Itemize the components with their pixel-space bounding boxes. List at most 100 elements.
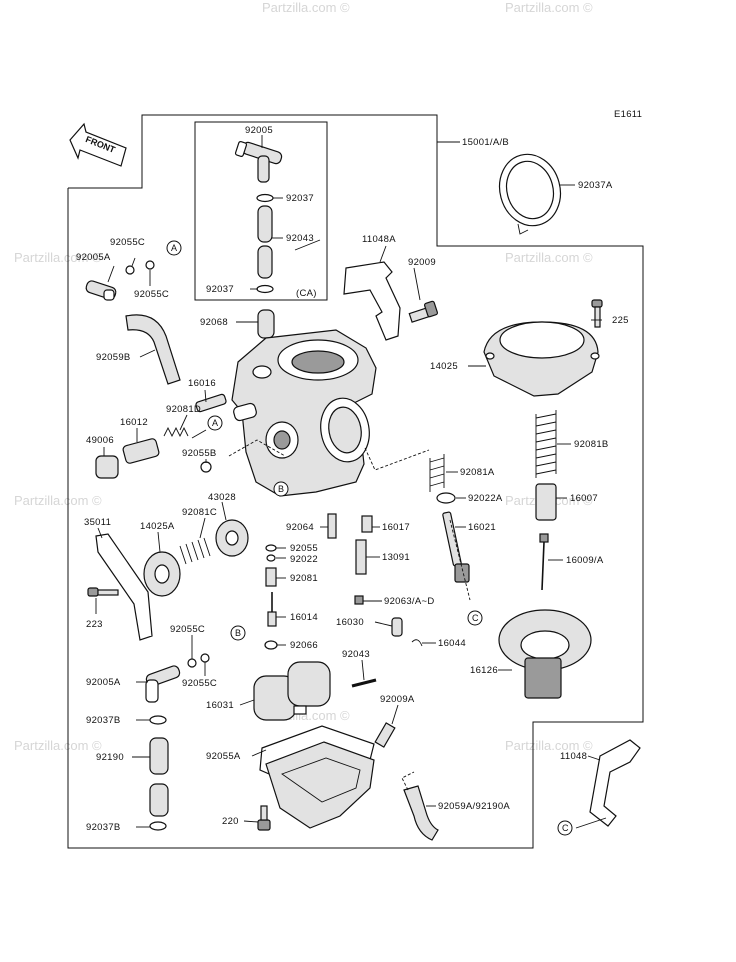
part-label: 92043: [286, 233, 314, 244]
part-label: 92055B: [182, 448, 217, 459]
part-label: 11048A: [362, 234, 396, 245]
fitting-92005A-bottom: [145, 665, 181, 703]
part-label: 92005: [245, 125, 273, 136]
washer-92022: [266, 554, 276, 562]
carburetor-body: [231, 329, 377, 497]
part-label: 16009/A: [566, 555, 604, 566]
part-label: 16012: [120, 417, 148, 428]
ref-c-plunger: [467, 610, 483, 626]
holder-16007: [535, 483, 557, 521]
spring-92081C: [179, 537, 211, 565]
watermark: Partzilla.com ©: [262, 0, 350, 15]
oring-92055C-bottom-b: [200, 653, 210, 663]
drain-screw-92009A: [374, 722, 396, 748]
part-label: 92066: [290, 640, 318, 651]
part-label: 16044: [438, 638, 466, 649]
part-label: 14025: [430, 361, 458, 372]
part-label: 92190: [96, 752, 124, 763]
part-label: 92055C: [110, 237, 145, 248]
part-label: 92055A: [206, 751, 241, 762]
ref-c-plunger-label: C: [472, 613, 479, 623]
washer-92022A: [436, 492, 456, 504]
part-label: 92022A: [468, 493, 503, 504]
screw-225: [591, 299, 603, 328]
diaphragm-16126: [498, 609, 592, 699]
part-label: 92055C: [170, 624, 205, 635]
bracket-11048: [589, 739, 641, 827]
watermark: Partzilla.com ©: [14, 738, 102, 753]
screw-220: [257, 805, 271, 831]
ref-a-top: [166, 240, 182, 256]
spring-92081B: [535, 410, 557, 478]
float-valve-16030: [391, 617, 403, 637]
ref-b-body-label: B: [278, 484, 284, 494]
watermark: Partzilla.com ©: [14, 493, 102, 508]
cap-92068: [257, 309, 275, 339]
part-label: 92081B: [574, 439, 609, 450]
part-label: 92081D: [166, 404, 201, 415]
clip-92037B-bottom: [149, 821, 167, 831]
part-label: 92059A/92190A: [438, 801, 510, 812]
part-label: 35011: [84, 517, 111, 528]
part-label: 11048: [560, 751, 587, 762]
part-label: 43028: [208, 492, 236, 503]
part-labels: 15001/A/B 92037A 92005 92037 92043 92037…: [76, 125, 629, 833]
part-label: 220: [222, 816, 239, 827]
part-label: 13091: [382, 552, 410, 563]
ca-note: (CA): [296, 288, 317, 299]
part-label: 16021: [468, 522, 496, 533]
part-label: 92009A: [380, 694, 415, 705]
ref-a-body-label: A: [212, 418, 218, 428]
ref-b-body: [273, 481, 289, 497]
ref-c-bracket: [557, 820, 573, 836]
part-label: 92081: [290, 573, 318, 584]
pin-92043: [351, 678, 377, 688]
starter-plunger-16021: [442, 511, 470, 583]
screw-16016: [195, 393, 227, 413]
part-label: 92037B: [86, 822, 121, 833]
part-label: 225: [612, 315, 629, 326]
hose-92190-upper: [149, 737, 169, 775]
cover-14025A: [143, 551, 181, 597]
jet-92064: [327, 513, 337, 539]
spring-92081D: [163, 426, 189, 438]
clip-92037-top: [256, 193, 274, 203]
jet-16017: [361, 515, 373, 533]
jet-13091: [355, 539, 367, 575]
ref-c-bracket-label: C: [562, 823, 569, 833]
jet-needle-16009: [539, 533, 549, 591]
hose-92059B: [125, 314, 181, 385]
watermark: Partzilla.com ©: [14, 250, 102, 265]
part-label: 16031: [206, 700, 234, 711]
hose-92043-upper: [257, 205, 273, 243]
ca-subassembly-box: [194, 121, 328, 301]
pilot-jet-16014: [267, 592, 277, 627]
oring-92055C-bottom-a: [187, 658, 197, 668]
ref-b-bottom-label: B: [235, 628, 241, 638]
hose-92059A: [403, 785, 439, 841]
float-bowl: [265, 741, 375, 829]
part-label: 16014: [290, 612, 318, 623]
part-label: 49006: [86, 435, 114, 446]
part-label: 92037: [286, 193, 314, 204]
ref-b-bottom: [230, 625, 246, 641]
part-label: 92055: [290, 543, 318, 554]
spring-92081: [265, 567, 277, 587]
part-label: 14025A: [140, 521, 175, 532]
part-label: 16016: [188, 378, 216, 389]
float-16031: [253, 661, 331, 721]
part-label: 223: [86, 619, 103, 630]
oring-92055C-top-a: [125, 265, 135, 275]
cover-43028: [215, 519, 249, 557]
ref-a-body: [207, 415, 223, 431]
clip-92037B-top: [149, 715, 167, 725]
watermark: Partzilla.com ©: [505, 738, 593, 753]
part-label: 92064: [286, 522, 314, 533]
bracket-35011: [95, 533, 153, 641]
part-label: 92059B: [96, 352, 131, 363]
part-label: 16007: [570, 493, 598, 504]
pin-16044: [411, 639, 423, 647]
part-label: 16126: [470, 665, 498, 676]
oring-92066: [264, 640, 278, 650]
spring-92081A: [429, 454, 445, 492]
